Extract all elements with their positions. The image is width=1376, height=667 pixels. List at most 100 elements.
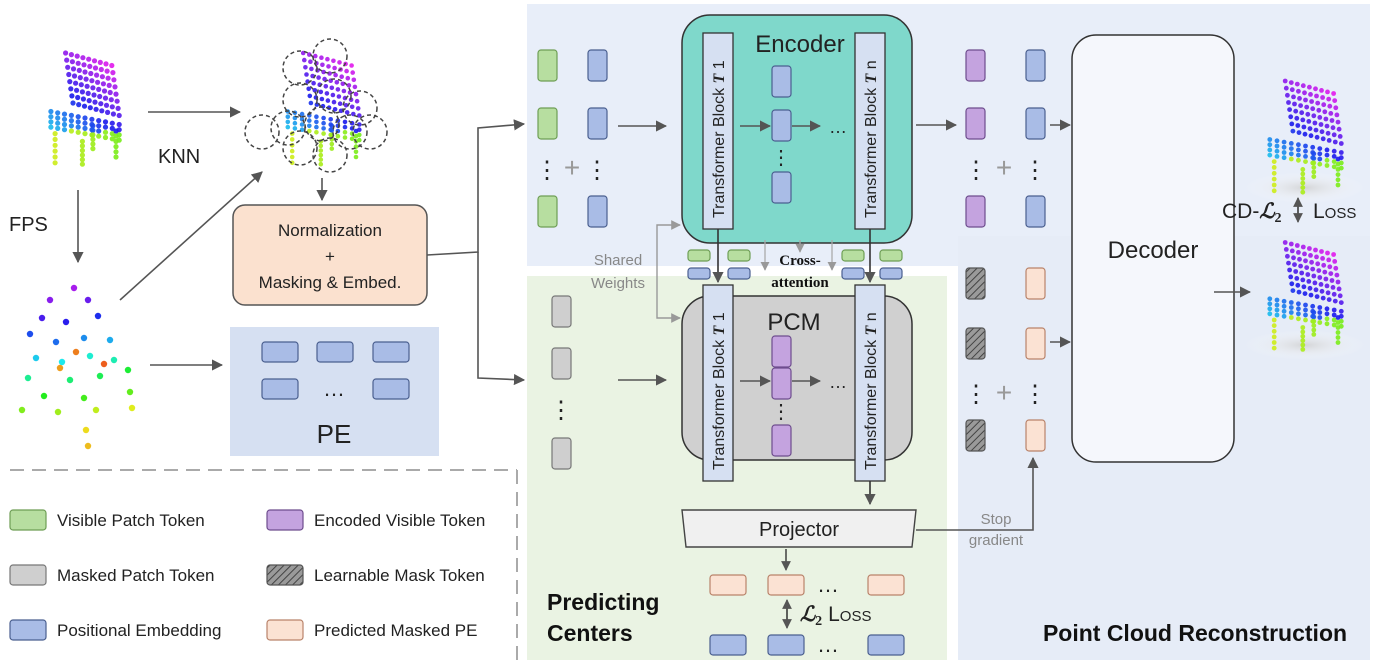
cross-attention-token [841,267,865,280]
cross-attention-line-2: attention [771,275,829,291]
enc-tbn-label: Transformer Block T n [863,60,880,218]
legend-label-masked: Masked Patch Token [57,566,215,585]
pcm-input-tokens [551,295,572,470]
masked-patch-token [551,437,572,470]
enc-mid-ellipsis: … [829,117,847,137]
encoder-output-tokens [965,49,1046,228]
positional-embedding-token [1025,49,1046,82]
legend-label-predicted: Predicted Masked PE [314,621,477,640]
input-point-cloud [48,50,122,167]
cross-attention-token [727,267,751,280]
encoder-input-tokens [537,49,608,228]
ground-truth-pe-tokens [709,634,905,656]
fps-centers-point-cloud [18,284,136,450]
encoder-hidden-token [771,109,792,142]
legend-label-learnable: Learnable Mask Token [314,566,485,585]
legend-label-encoded: Encoded Visible Token [314,511,485,530]
shared-weights-line-1: Shared [594,252,642,269]
legend-swatch-encoded [266,509,304,531]
reconstruction-title: Point Cloud Reconstruction [1043,620,1347,646]
pe-token [372,341,410,363]
stop-gradient-line-2: gradient [969,532,1024,549]
shared-weights-line-2: Weights [591,275,645,292]
learnable-mask-token [965,327,986,360]
cd-loss-word: Loss [1313,200,1356,223]
ground-truth-point-cloud [1244,240,1366,360]
fps-to-patches-arrow [119,171,263,301]
projector-box [681,509,917,548]
pcm-title: PCM [767,309,820,336]
norm-branch-line-lower [477,252,526,386]
predicted-masked-pe-token [767,574,805,596]
dec-in-plus: + [996,377,1012,408]
reconstructed-point-cloud [1244,78,1366,204]
positional-embedding-token [587,195,608,228]
learnable-mask-token [965,419,986,452]
pcm-mid-vdots: ⋮ [771,401,791,423]
predicted-pe-tokens [709,574,905,596]
pred-row-ellipsis: … [817,572,839,597]
pe-token [316,341,354,363]
legend-swatch-masked [9,564,47,586]
visible-patch-token [537,195,558,228]
positional-embedding-token [1025,195,1046,228]
encoder-mid-tokens [771,65,792,204]
legend-swatch-positional [9,619,47,641]
cross-attention-token [727,249,751,262]
knn-label: KNN [158,146,200,168]
predicted-masked-pe-token [867,574,905,596]
encoder-hidden-token [771,65,792,98]
norm-line-3: Masking & Embed. [259,273,402,292]
enc-in-vdots-a: ⋮ [535,157,559,184]
encoder-hidden-token [771,171,792,204]
pe-tokens [261,341,410,400]
visible-patch-token [537,49,558,82]
legend-label-positional: Positional Embedding [57,621,221,640]
pcm-mid-ellipsis: … [829,372,847,392]
predicted-masked-pe-token [1025,327,1046,360]
pcm-hidden-token [771,424,792,457]
pe-token [261,378,299,400]
decoder-input-tokens [965,267,1046,452]
pe-token [372,378,410,400]
ground-truth-pe-token [867,634,905,656]
predicted-masked-pe-token [1025,267,1046,300]
encoded-visible-token [965,49,986,82]
positional-embedding-token [587,49,608,82]
enc-in-plus: + [564,152,580,183]
cross-attention-token [879,267,903,280]
legend-swatch-predicted [266,619,304,641]
pe-token [261,341,299,363]
pcm-hidden-token [771,367,792,400]
ground-truth-pe-token [767,634,805,656]
norm-line-1: Normalization [278,221,382,240]
projector-label: Projector [759,519,839,541]
norm-line-2: + [325,247,335,266]
cross-attention-token [841,249,865,262]
cross-attention-line-1: Cross- [779,253,820,269]
gt-row-ellipsis: … [817,632,839,657]
ground-truth-pe-token [709,634,747,656]
enc-out-vdots-a: ⋮ [964,157,988,184]
learnable-mask-token [965,267,986,300]
predicted-masked-pe-token [1025,419,1046,452]
enc-transformer-block-1 [702,32,734,230]
decoder-box [1071,34,1235,463]
encoded-visible-token [965,107,986,140]
masked-patch-token [551,347,572,380]
masked-patch-token [551,295,572,328]
cross-attention-token [879,249,903,262]
encoder-title: Encoder [755,31,844,58]
enc-out-vdots-b: ⋮ [1023,157,1047,184]
shared-weights-bracket [656,220,681,323]
enc-transformer-block-n [854,32,886,230]
stop-gradient-line [916,456,1039,531]
positional-embedding-token [1025,107,1046,140]
visible-patch-token [537,107,558,140]
enc-mid-vdots: ⋮ [771,147,791,169]
stop-gradient-line-1: Stop [981,511,1012,528]
